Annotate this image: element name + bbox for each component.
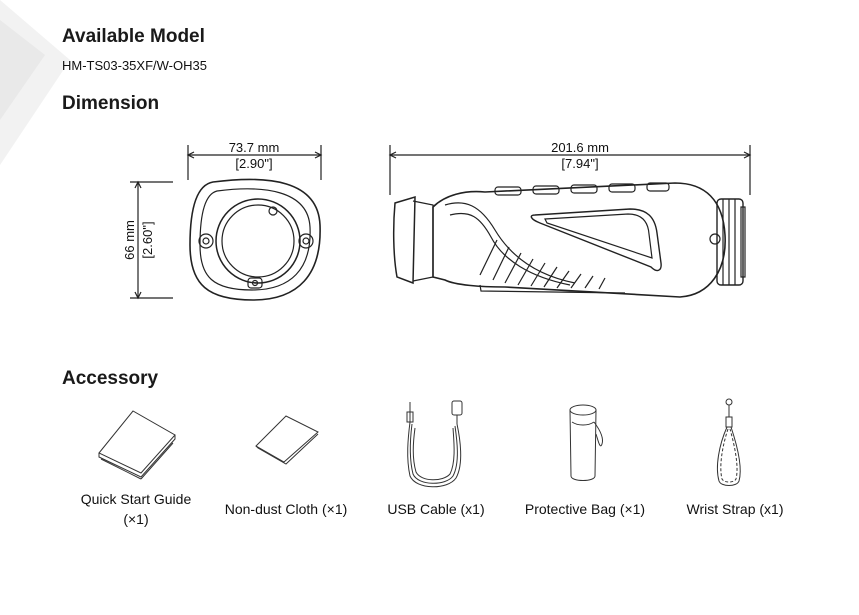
dimension-heading: Dimension: [62, 93, 160, 114]
accessory-label: Quick Start Guide: [80, 491, 192, 507]
bag-icon: [569, 404, 603, 481]
accessory-item-usb-cable: USB Cable (x1): [387, 501, 485, 517]
length-in-label: [7.94"]: [561, 156, 598, 171]
accessory-item-quick-start-guide: Quick Start Guide (×1): [70, 489, 202, 529]
accessory-item-wrist-strap: Wrist Strap (x1): [686, 501, 784, 517]
booklet-icon: [98, 410, 176, 480]
accessory-item-non-dust-cloth: Non-dust Cloth (×1): [224, 501, 348, 517]
length-mm-label: 201.6 mm: [551, 140, 609, 155]
width-mm-label: 73.7 mm: [229, 140, 280, 155]
wrist-strap-icon: [716, 398, 741, 486]
accessory-heading: Accessory: [62, 368, 159, 389]
cloth-icon: [255, 415, 319, 465]
front-view-drawing: 73.7 mm [2.90"] 66 mm [2.60"]: [122, 140, 323, 301]
model-code: HM-TS03-35XF/W-OH35: [62, 58, 207, 73]
accessory-qty: (×1): [123, 511, 149, 527]
usb-cable-icon: [406, 400, 463, 488]
height-mm-label: 66 mm: [122, 220, 137, 260]
corner-watermark: [0, 0, 70, 165]
width-in-label: [2.90"]: [235, 156, 272, 171]
side-view-drawing: 201.6 mm [7.94"]: [388, 140, 752, 298]
available-model-heading: Available Model: [62, 26, 205, 47]
accessory-item-protective-bag: Protective Bag (×1): [524, 501, 646, 517]
height-in-label: [2.60"]: [140, 221, 155, 258]
